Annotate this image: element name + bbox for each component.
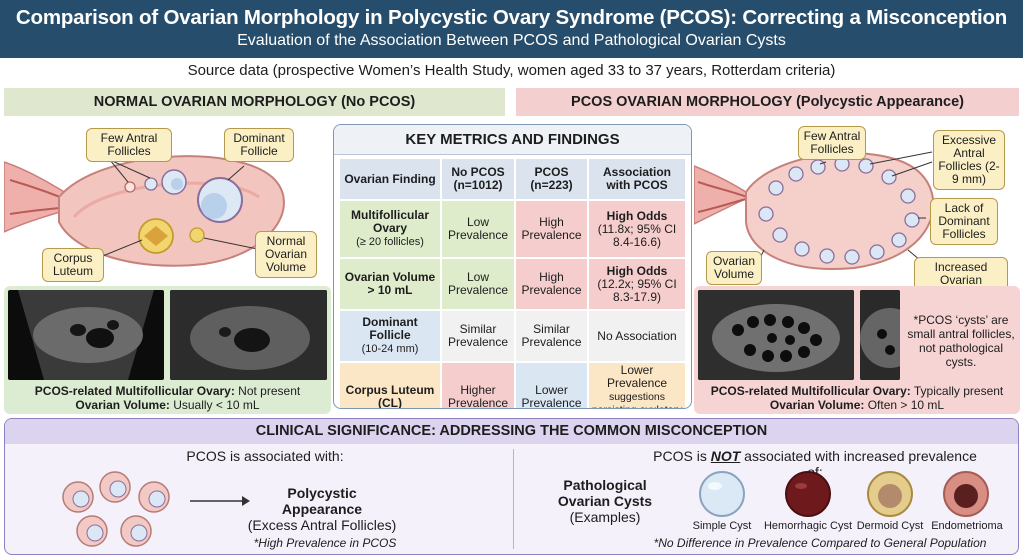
pcos-banner: PCOS OVARIAN MORPHOLOGY (Polycystic Appe… xyxy=(516,88,1019,116)
pathological-cysts-label: Pathological Ovarian Cysts (Examples) xyxy=(557,477,653,525)
row-no-pcos: Higher Prevalence xyxy=(442,363,514,408)
polycystic-appearance-label: Polycystic Appearance (Excess Antral Fol… xyxy=(247,485,397,533)
table-row: Multifollicular Ovary(≥ 20 follicles) Lo… xyxy=(340,201,685,257)
dermoid-cyst-icon xyxy=(867,471,913,517)
clinical-left-foot: *High Prevalence in PCOS xyxy=(253,536,397,550)
callout-few-antral-follicles-pcos: Few Antral Follicles xyxy=(798,126,866,160)
normal-caption-1-label: PCOS-related Multifollicular Ovary: xyxy=(34,384,235,398)
normal-ultrasound-strip: PCOS-related Multifollicular Ovary: Not … xyxy=(4,286,331,414)
row-association: No Association xyxy=(589,311,685,361)
source-line: Source data (prospective Women’s Health … xyxy=(187,62,836,79)
normal-caption-1-value: Not present xyxy=(234,384,301,398)
header-association: Association with PCOS xyxy=(589,159,685,199)
callout-ovarian-volume: Ovarian Volume xyxy=(706,251,762,285)
cyst-label-hemorrhagic: Hemorrhagic Cyst xyxy=(763,520,853,532)
arrow-right-icon xyxy=(190,496,250,506)
key-metrics-table-card: KEY METRICS AND FINDINGS Ovarian Finding… xyxy=(333,124,692,409)
callout-few-antral-follicles: Few Antral Follicles xyxy=(86,128,172,162)
clinical-right-intro: PCOS is NOT associated with increased pr… xyxy=(653,448,977,480)
clinical-right-foot: *No Difference in Prevalence Compared to… xyxy=(653,536,987,550)
key-metrics-title: KEY METRICS AND FINDINGS xyxy=(334,125,691,155)
normal-caption: PCOS-related Multifollicular Ovary: Not … xyxy=(4,384,331,412)
row-association: High Odds(11.8x; 95% CI 8.4-16.6) xyxy=(589,201,685,257)
callout-dominant-follicle: Dominant Follicle xyxy=(224,128,294,162)
row-finding: Ovarian Volume > 10 mL xyxy=(340,259,440,309)
cyst-label-dermoid: Dermoid Cyst xyxy=(856,520,924,532)
pcos-cysts-note: *PCOS ‘cysts’ are small antral follicles… xyxy=(907,313,1015,369)
table-row: Ovarian Volume > 10 mL Low Prevalence Hi… xyxy=(340,259,685,309)
clinical-significance-panel: CLINICAL SIGNIFICANCE: ADDRESSING THE CO… xyxy=(4,418,1019,555)
normal-ultrasound-image-2 xyxy=(170,290,327,380)
clinical-title: CLINICAL SIGNIFICANCE: ADDRESSING THE CO… xyxy=(5,419,1018,444)
row-finding: Corpus Luteum (CL) xyxy=(340,363,440,408)
header-pcos: PCOS (n=223) xyxy=(515,159,587,199)
table-row: Corpus Luteum (CL) Higher Prevalence Low… xyxy=(340,363,685,408)
pcos-caption-1-label: PCOS-related Multifollicular Ovary: xyxy=(710,384,911,398)
row-finding: Multifollicular Ovary(≥ 20 follicles) xyxy=(340,201,440,257)
normal-ovary-illustration xyxy=(4,155,285,267)
header: Comparison of Ovarian Morphology in Poly… xyxy=(0,0,1023,58)
header-ovarian-finding: Ovarian Finding xyxy=(340,159,440,199)
row-no-pcos: Low Prevalence xyxy=(442,201,514,257)
normal-ovary-panel: Few Antral Follicles Dominant Follicle C… xyxy=(4,122,331,414)
row-finding: Dominant Follicle(10-24 mm) xyxy=(340,311,440,361)
callout-normal-ovarian-volume: Normal Ovarian Volume xyxy=(255,231,317,278)
cyst-label-simple: Simple Cyst xyxy=(692,520,752,532)
polycystic-follicles-illustration xyxy=(62,471,170,547)
row-no-pcos: Low Prevalence xyxy=(442,259,514,309)
callout-corpus-luteum: Corpus Luteum xyxy=(42,248,104,282)
normal-banner: NORMAL OVARIAN MORPHOLOGY (No PCOS) xyxy=(4,88,505,116)
key-metrics-table: Ovarian Finding No PCOS (n=1012) PCOS (n… xyxy=(338,157,687,408)
pcos-ultrasound-strip: PCOS-related Multifollicular Ovary: Typi… xyxy=(694,286,1020,414)
pcos-caption-2-value: Often > 10 mL xyxy=(864,398,945,412)
pcos-caption-2-label: Ovarian Volume: xyxy=(769,398,865,412)
row-pcos: High Prevalence xyxy=(515,201,587,257)
page-subtitle: Evaluation of the Association Between PC… xyxy=(237,32,786,49)
pcos-follicle-ring xyxy=(758,156,920,265)
hemorrhagic-cyst-icon xyxy=(785,471,831,517)
row-no-pcos: Similar Prevalence xyxy=(442,311,514,361)
normal-ultrasound-image-1 xyxy=(8,290,164,380)
clinical-left-intro: PCOS is associated with: xyxy=(186,448,344,464)
pcos-ovary-panel: Few Antral Follicles Excessive Antral Fo… xyxy=(694,122,1020,414)
normal-caption-2-value: Usually < 10 mL xyxy=(169,398,260,412)
pcos-ultrasound-image-1 xyxy=(698,290,854,380)
pcos-ovary-illustration xyxy=(694,151,935,270)
pcos-caption: PCOS-related Multifollicular Ovary: Typi… xyxy=(694,384,1020,412)
cyst-label-endometrioma: Endometrioma xyxy=(931,520,1003,532)
endometrioma-icon xyxy=(943,471,989,517)
clinical-divider xyxy=(513,449,514,549)
row-pcos: High Prevalence xyxy=(515,259,587,309)
pcos-caption-1-value: Typically present xyxy=(910,384,1004,398)
row-pcos: Similar Prevalence xyxy=(515,311,587,361)
normal-caption-2-label: Ovarian Volume: xyxy=(75,398,170,412)
header-no-pcos: No PCOS (n=1012) xyxy=(442,159,514,199)
row-association: High Odds(12.2x; 95% CI 8.3-17.9) xyxy=(589,259,685,309)
pcos-ultrasound-image-2 xyxy=(860,290,900,380)
callout-excessive-antral-follicles: Excessive Antral Follicles (2-9 mm) xyxy=(933,130,1005,190)
row-pcos: Lower Prevalence xyxy=(515,363,587,408)
callout-lack-dominant-follicles: Lack of Dominant Follicles xyxy=(930,198,998,245)
table-row: Dominant Follicle(10-24 mm) Similar Prev… xyxy=(340,311,685,361)
table-header-row: Ovarian Finding No PCOS (n=1012) PCOS (n… xyxy=(340,159,685,199)
simple-cyst-icon xyxy=(699,471,745,517)
page-title: Comparison of Ovarian Morphology in Poly… xyxy=(15,6,1008,29)
